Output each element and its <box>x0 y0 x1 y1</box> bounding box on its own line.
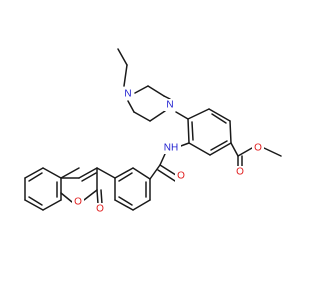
aromatic-bond <box>132 167 151 180</box>
aromatic-inner-bond <box>118 196 133 206</box>
ethyl-bond <box>117 48 128 66</box>
nh-carbonyl-bond <box>159 153 166 166</box>
n-aryl-bond <box>175 111 189 120</box>
chemical-structure-diagram: N N NH O O O O O <box>24 48 282 215</box>
pyranone-bond <box>60 167 80 179</box>
label-backdrop <box>94 203 106 215</box>
amide-nh-label: NH <box>164 143 178 154</box>
pyranone-bond <box>83 189 98 201</box>
aromatic-bond <box>209 142 232 156</box>
piperazine-bond <box>147 85 165 97</box>
aromatic-bond <box>114 167 134 179</box>
pyranone-inner-bond <box>81 172 97 182</box>
biaryl-bond <box>96 167 116 179</box>
atom-labels: N N NH O O O O O <box>72 88 264 215</box>
aromatic-inner-bond <box>191 121 194 141</box>
aromatic-bond <box>208 108 231 122</box>
label-backdrop <box>175 170 187 182</box>
methyl-bond <box>263 147 282 157</box>
lactone-oxygen-label: O <box>96 204 104 215</box>
aromatic-bond <box>132 199 151 211</box>
aromatic-bond <box>187 118 190 144</box>
piperazine-nitrogen-bottom-label: N <box>166 100 173 111</box>
aromatic-bond <box>188 142 211 156</box>
piperazine-nitrogen-top-label: N <box>124 89 131 100</box>
label-backdrop <box>72 196 84 208</box>
structure-canvas: N N NH O O O O O <box>24 48 282 215</box>
pyranone-bond <box>60 192 73 203</box>
pyranone-bond <box>78 167 98 179</box>
ester-ether-bond <box>237 147 253 157</box>
piperazine-bond <box>163 95 171 100</box>
aromatic-bond <box>42 199 62 211</box>
piperazine-bond <box>127 100 135 113</box>
label-backdrop <box>252 142 264 154</box>
ester-ether-oxygen-label: O <box>254 143 262 154</box>
lactone-carbonyl-bond <box>100 189 103 205</box>
aromatic-bond <box>187 108 210 120</box>
aromatic-inner-bond <box>210 140 228 151</box>
aromatic-inner-bond <box>118 172 133 182</box>
bond-lines <box>24 48 282 211</box>
aromatic-bond <box>114 199 134 211</box>
ring-oxygen-label: O <box>74 197 82 208</box>
aromatic-bond <box>42 167 62 179</box>
aromatic-bond <box>24 167 44 179</box>
piperazine-bond <box>134 85 149 94</box>
ethyl-n-bond <box>123 64 128 87</box>
aromatic-inner-bond <box>28 196 43 206</box>
label-backdrop <box>122 88 134 100</box>
aromatic-inner-bond <box>211 113 227 124</box>
aromatic-bond <box>229 120 232 144</box>
aromatic-inner-bond <box>28 172 43 182</box>
label-backdrop <box>161 142 181 154</box>
label-backdrop <box>164 99 176 111</box>
ester-carbonyl-oxygen-label: O <box>236 167 244 178</box>
lactone-carbonyl-bond <box>96 189 99 205</box>
ester-bond <box>230 142 239 157</box>
piperazine-bond <box>133 111 151 122</box>
carbonyl-aryl-bond <box>149 164 161 180</box>
amide-carbonyl-bond <box>157 169 176 182</box>
piperazine-bond <box>149 110 166 122</box>
label-backdrop <box>234 166 246 178</box>
amide-oxygen-label: O <box>177 171 185 182</box>
aromatic-bond <box>24 199 44 211</box>
